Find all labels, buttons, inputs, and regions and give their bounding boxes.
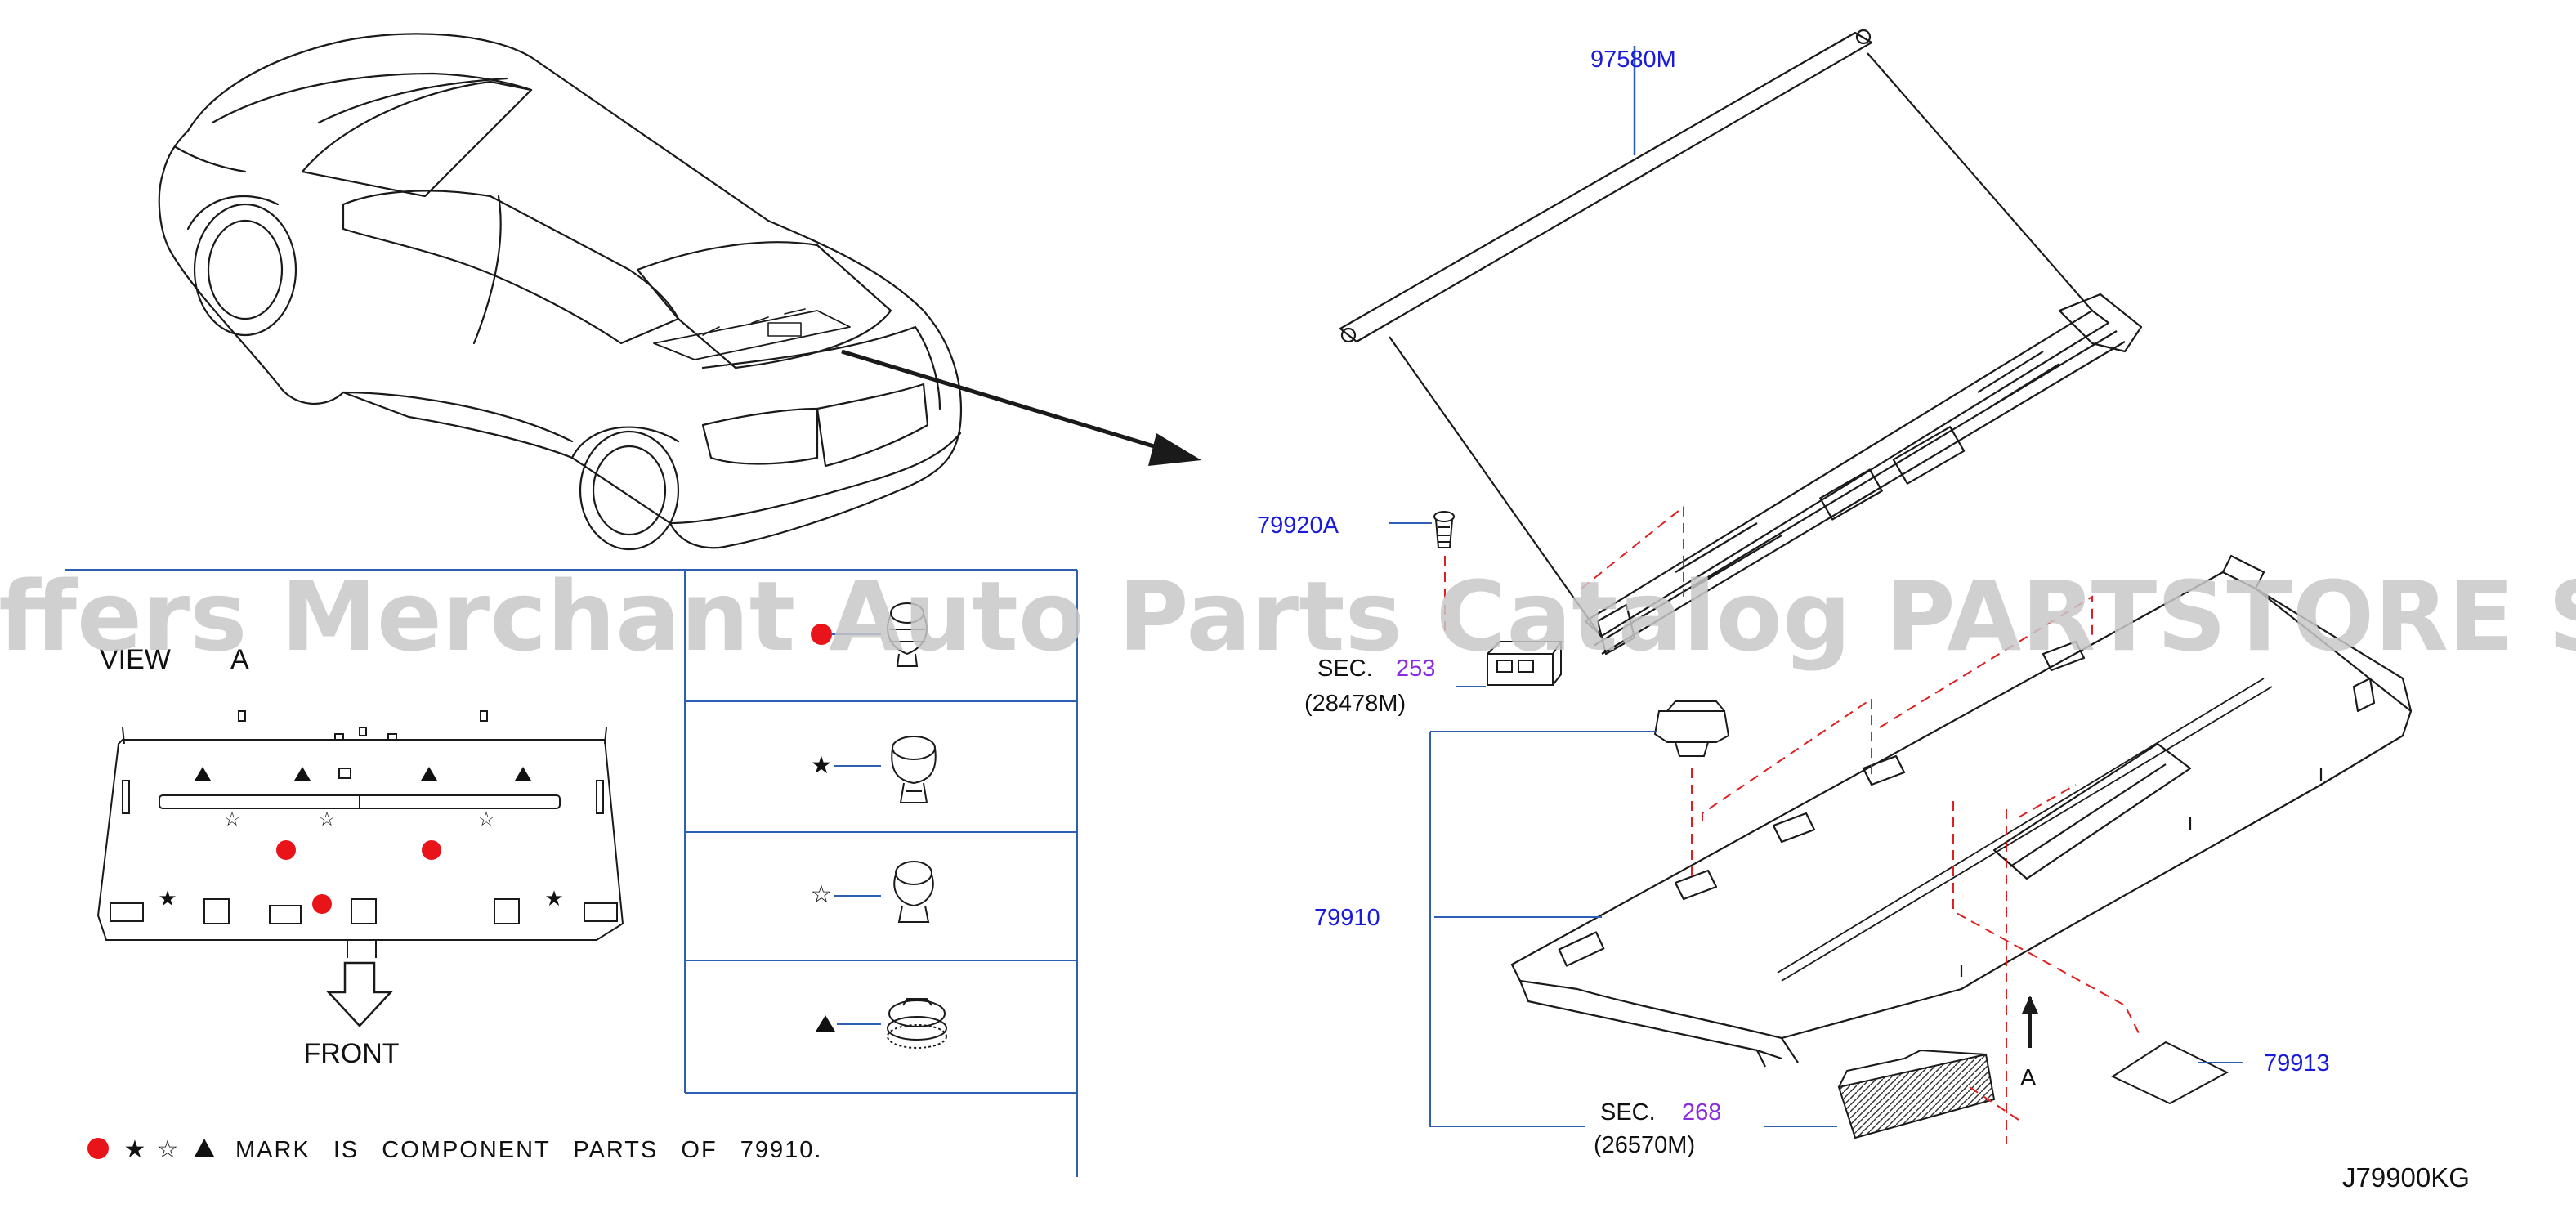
parcel-shelf [1510,554,2413,1068]
front-arrow-icon [326,961,393,1027]
callout-28478m: (28478M) [1304,691,1406,717]
svg-text:★: ★ [544,887,563,911]
dashed-guides [1444,504,2142,1144]
shelf-plan-view [96,710,624,958]
round-clip-icon [887,602,928,667]
callout-79913: 79913 [2264,1050,2330,1076]
view-letter: A [230,644,249,675]
footnote-text: MARK IS COMPONENT PARTS OF 79910. [235,1137,822,1163]
roller-shade [1339,29,2143,656]
push-rivet-icon [893,861,934,923]
svg-text:★: ★ [158,887,177,911]
push-clip-icon [891,736,937,803]
view-a-arrow-icon [2022,996,2038,1048]
callout-sec-268-number: 268 [1682,1099,1721,1126]
car-illustration [158,33,962,551]
watermark: Offers Merchant Auto Parts Catalog PARTS… [0,560,2576,673]
serrated-clip-icon [887,998,947,1049]
shelf-clip-icon [1653,700,1730,757]
svg-text:☆: ☆ [157,1135,179,1164]
callout-sec-253-number: 253 [1396,656,1435,682]
svg-text:★: ★ [811,751,833,780]
plan-marks: ☆ ☆ ☆ ★ ★ [158,767,564,914]
exploded-detail [1339,29,2413,1144]
pad-icon [2110,1041,2243,1105]
legend-row-round-clip [811,602,928,667]
callout-79920a: 79920A [1257,513,1339,539]
stop-lamp-icon [1837,1049,1996,1139]
screw-icon [1433,511,1455,548]
view-label: VIEW [100,644,171,675]
callout-sec-253-prefix: SEC. [1317,656,1373,682]
legend-row-push-rivet: ☆ [811,861,934,923]
svg-text:☆: ☆ [477,808,495,830]
connector-icon [1487,641,1563,686]
svg-text:☆: ☆ [811,880,833,909]
view-a-panel: VIEW A ☆ ☆ ☆ ★ [65,569,1078,1177]
front-label: FRONT [303,1038,399,1069]
callout-sec-268-prefix: SEC. [1600,1099,1656,1126]
legend-row-push-clip: ★ [811,736,937,803]
callout-arrow-a: A [2020,1065,2037,1091]
callout-labels: 97580M 79920A SEC. 253 (28478M) 79910 SE… [1257,47,2470,1193]
pointer-arrow [841,349,1201,466]
svg-text:☆: ☆ [223,808,241,830]
callout-79910: 79910 [1314,905,1380,931]
svg-text:☆: ☆ [318,808,336,830]
diagram-code: J79900KG [2342,1162,2470,1193]
callout-97580m: 97580M [1590,47,1676,73]
footnote: ★ ☆ MARK IS COMPONENT PARTS OF 79910. [87,1135,822,1164]
callout-26570m: (26570M) [1594,1132,1695,1158]
legend-row-serrated-clip [816,998,947,1049]
svg-text:★: ★ [124,1135,146,1164]
